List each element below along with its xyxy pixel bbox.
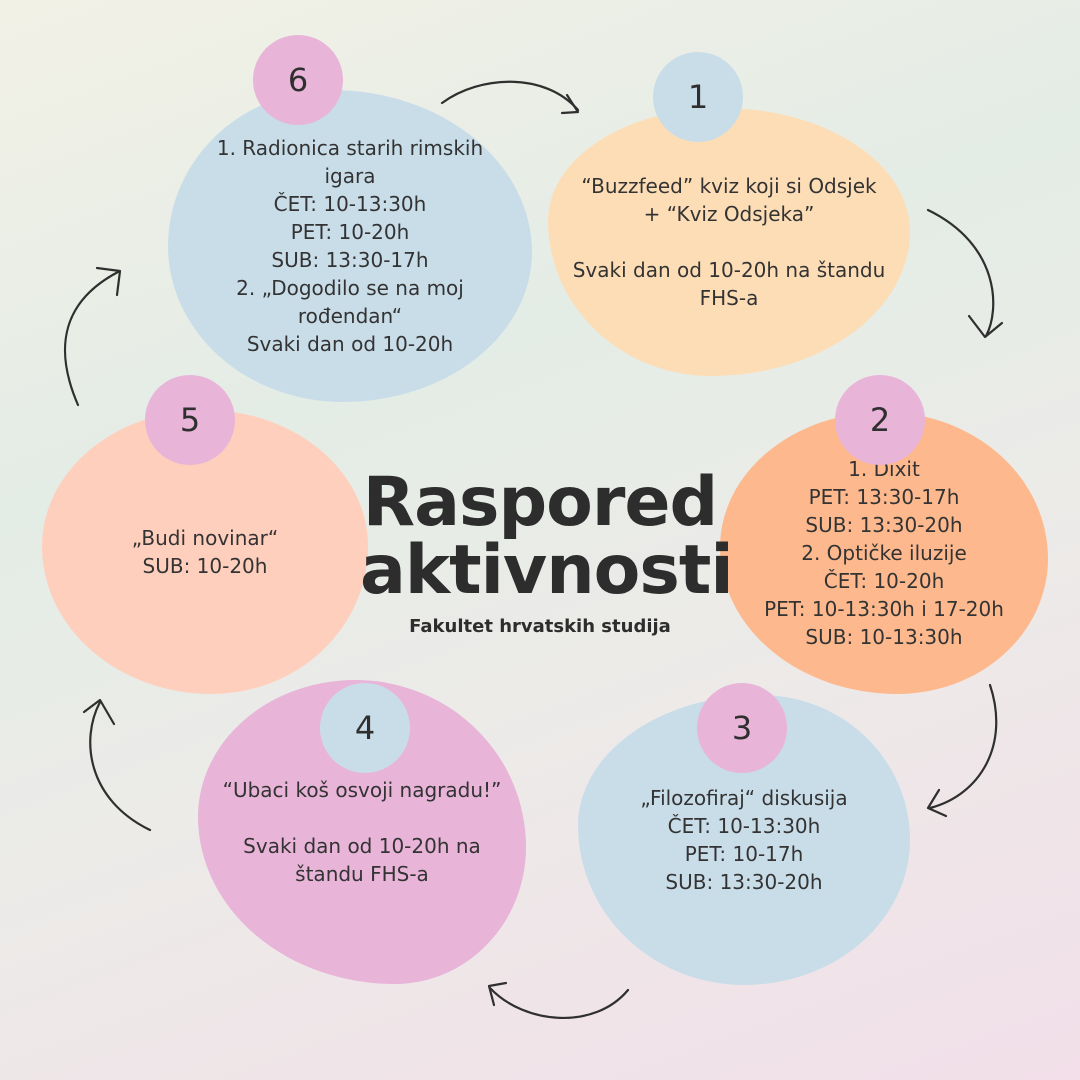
activity-line: PET: 13:30-17h bbox=[808, 485, 960, 509]
activity-5-number: 5 bbox=[145, 375, 235, 465]
activity-1-text: “Buzzfeed” kviz koji si Odsjek + “Kviz Od… bbox=[573, 172, 886, 312]
arrow-3-to-4-icon bbox=[487, 981, 630, 1019]
activity-line: + “Kviz Odsjeka” bbox=[643, 202, 815, 226]
page-title-line1: Raspored bbox=[362, 463, 718, 542]
arrow-1-to-2-icon bbox=[926, 208, 1004, 339]
activity-line: ČET: 10-13:30h bbox=[667, 814, 821, 838]
page-subtitle: Fakultet hrvatskih studija bbox=[409, 616, 671, 637]
activity-line: SUB: 13:30-17h bbox=[271, 248, 429, 272]
arrow-4-to-5-icon bbox=[82, 698, 152, 832]
activity-line: štandu FHS-a bbox=[295, 862, 429, 886]
activity-line: 2. Optičke iluzije bbox=[801, 541, 967, 565]
page-title-line2: aktivnosti bbox=[360, 531, 734, 610]
activity-line: ČET: 10-13:30h bbox=[273, 192, 427, 216]
activity-line: rođendan“ bbox=[297, 304, 403, 328]
activity-line: SUB: 10-20h bbox=[142, 554, 268, 578]
arrow-6-to-1-icon bbox=[440, 80, 580, 115]
activity-line: „Filozofiraj“ diskusija bbox=[640, 786, 848, 810]
activity-1-number: 1 bbox=[653, 52, 743, 142]
activity-line: “Buzzfeed” kviz koji si Odsjek bbox=[581, 174, 877, 198]
activity-4-text: “Ubaci koš osvoji nagradu!” Svaki dan od … bbox=[223, 776, 502, 888]
activity-line: Svaki dan od 10-20h bbox=[246, 332, 454, 356]
activity-line: “Ubaci koš osvoji nagradu!” bbox=[222, 778, 502, 802]
activity-5-text: „Budi novinar“ SUB: 10-20h bbox=[132, 524, 278, 580]
activity-line: Svaki dan od 10-20h na bbox=[243, 834, 481, 858]
arrow-2-to-3-icon bbox=[926, 683, 998, 818]
activity-line: 1. Radionica starih rimskih bbox=[216, 136, 484, 160]
activity-1-card: “Buzzfeed” kviz koji si Odsjek + “Kviz Od… bbox=[548, 108, 910, 376]
activity-2-number: 2 bbox=[835, 375, 925, 465]
activity-line: PET: 10-17h bbox=[684, 842, 804, 866]
activity-line: PET: 10-13:30h i 17-20h bbox=[764, 597, 1004, 621]
activity-line: FHS-a bbox=[699, 286, 759, 310]
activity-line: „Budi novinar“ bbox=[131, 526, 279, 550]
activity-4-number: 4 bbox=[320, 683, 410, 773]
activity-line: SUB: 13:30-20h bbox=[665, 870, 823, 894]
activity-line: igara bbox=[324, 164, 376, 188]
activity-line: ČET: 10-20h bbox=[823, 569, 945, 593]
activity-line: SUB: 10-13:30h bbox=[805, 625, 963, 649]
activity-line: SUB: 13:30-20h bbox=[805, 513, 963, 537]
activity-line: Svaki dan od 10-20h na štandu bbox=[572, 258, 886, 282]
activity-line: PET: 10-20h bbox=[290, 220, 410, 244]
activity-3-number: 3 bbox=[697, 683, 787, 773]
arrow-5-to-6-icon bbox=[64, 266, 122, 407]
activity-6-number: 6 bbox=[253, 35, 343, 125]
activity-line: 2. „Dogodilo se na moj bbox=[236, 276, 464, 300]
